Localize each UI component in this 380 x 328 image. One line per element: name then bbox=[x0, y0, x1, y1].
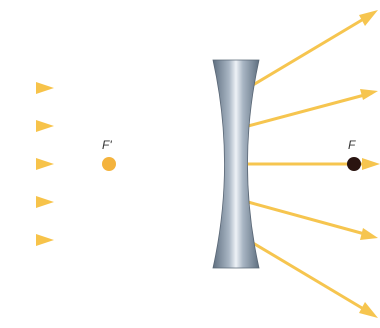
outgoing-ray-4 bbox=[248, 202, 372, 236]
outgoing-ray-1 bbox=[248, 14, 372, 88]
out-arrowhead-4 bbox=[360, 228, 378, 240]
arrowhead-5 bbox=[36, 234, 54, 246]
out-arrowhead-1 bbox=[359, 10, 378, 26]
arrowhead-2 bbox=[36, 120, 54, 132]
arrowhead-3 bbox=[36, 158, 54, 170]
outgoing-ray-2 bbox=[248, 93, 372, 126]
out-arrowhead-5 bbox=[359, 302, 378, 318]
real-focal-point bbox=[347, 157, 361, 171]
arrowhead-4 bbox=[36, 196, 54, 208]
out-arrowhead-2 bbox=[360, 89, 378, 100]
arrowhead-1 bbox=[36, 82, 54, 94]
virtual-focal-label: F' bbox=[102, 138, 112, 152]
incoming-arrowheads bbox=[36, 82, 54, 246]
outgoing-ray-5 bbox=[248, 240, 372, 314]
outgoing-arrowheads bbox=[359, 10, 380, 318]
virtual-focal-point bbox=[102, 157, 116, 171]
out-arrowhead-3 bbox=[362, 158, 380, 170]
real-focal-label: F bbox=[348, 138, 356, 152]
